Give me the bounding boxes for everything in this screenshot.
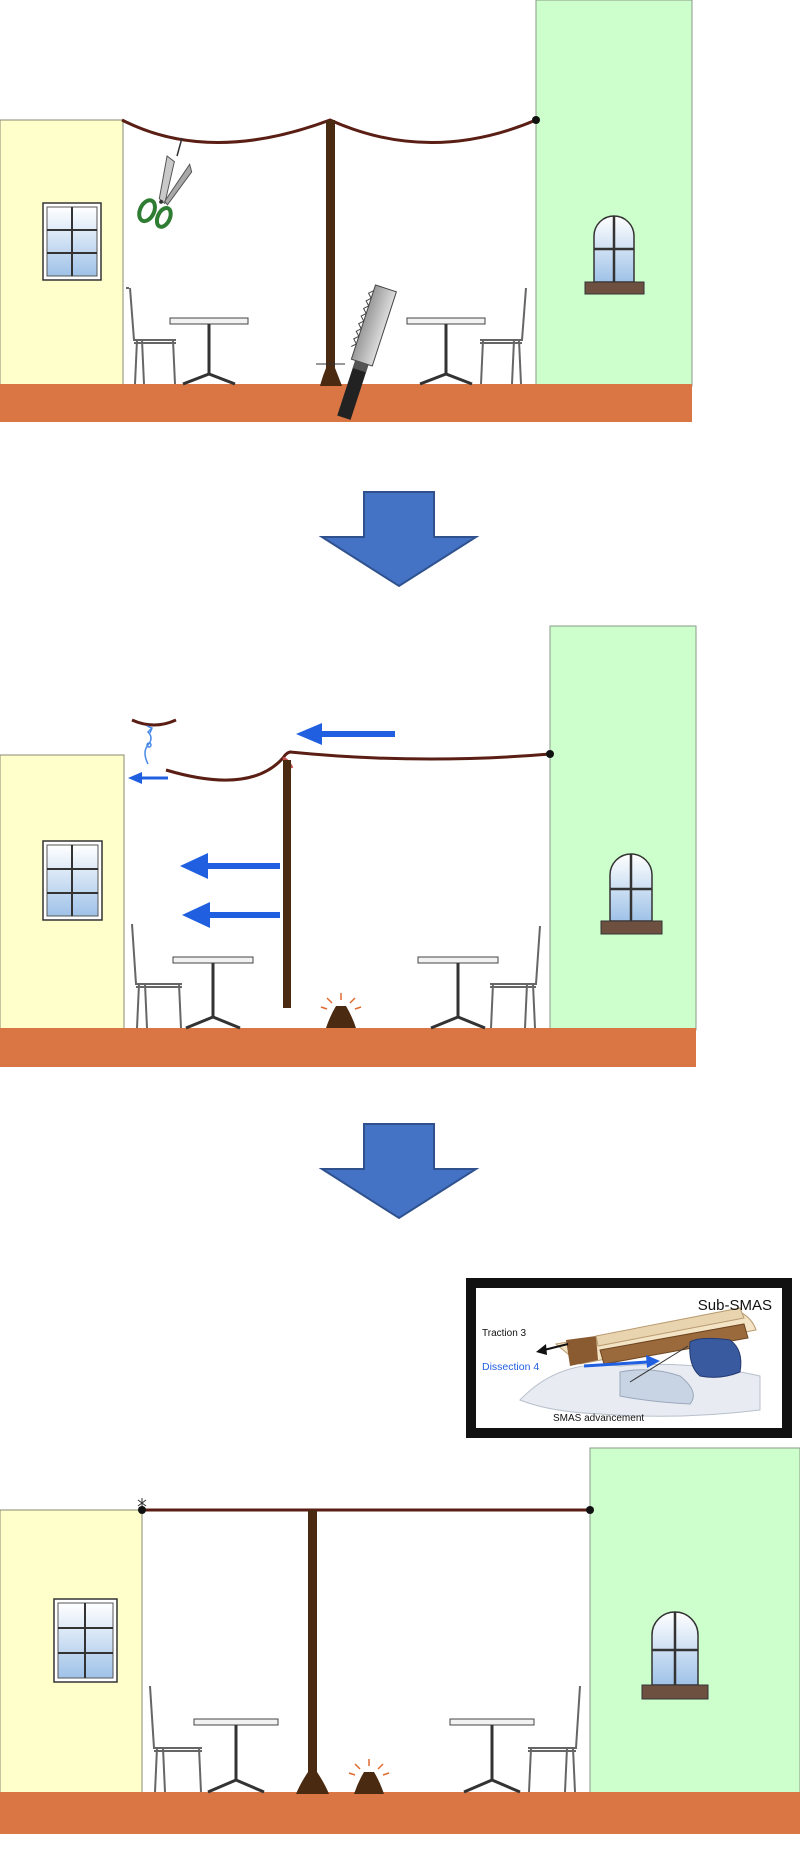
cable-cut-piece <box>131 718 177 727</box>
right-window <box>600 853 663 935</box>
ground <box>0 1028 696 1067</box>
traction-arrow-lower <box>182 902 280 928</box>
left-window <box>42 840 103 921</box>
flow-arrow-1 <box>318 491 480 588</box>
inset-label-dissection: Dissection 4 <box>482 1361 539 1373</box>
chair-right <box>490 925 541 1029</box>
sparks-icon <box>320 993 362 1010</box>
ground <box>0 1792 800 1834</box>
table-left <box>193 1718 279 1794</box>
sparks-icon <box>348 1759 390 1776</box>
right-window <box>584 215 645 295</box>
table-right <box>417 956 499 1030</box>
cable-retracted <box>165 750 551 782</box>
right-window <box>641 1611 709 1700</box>
pole <box>316 120 345 386</box>
suture-knot-icon <box>137 1498 147 1507</box>
anatomy-illustration <box>519 1307 761 1417</box>
cable-anchor-left <box>138 1506 146 1514</box>
curl-arrow <box>144 725 153 765</box>
inset-label-traction: Traction 3 <box>482 1328 527 1339</box>
inset-label-advancement: SMAS advancement <box>553 1413 644 1424</box>
inset-traction-arrow <box>536 1343 569 1355</box>
scissors-icon <box>137 155 193 229</box>
cut-stump <box>326 1006 356 1028</box>
table-left <box>172 956 254 1030</box>
left-window <box>53 1598 118 1683</box>
inset-dissection-arrow <box>583 1355 660 1368</box>
cut-mark <box>176 137 183 157</box>
right-building <box>549 625 697 1031</box>
cable-anchor <box>546 750 554 758</box>
inset-title: Sub-SMAS <box>698 1297 772 1314</box>
inset-leader-line <box>629 1345 689 1383</box>
left-window <box>42 202 102 281</box>
inset-frame: Sub-SMAS Traction 3 Dissection 4 SMAS ad… <box>466 1278 792 1438</box>
pole <box>296 1510 329 1794</box>
chair-right <box>480 287 527 385</box>
panel-1-before <box>0 0 693 422</box>
cut-stump <box>354 1772 384 1794</box>
cable-anchor <box>532 116 540 124</box>
traction-arrow-top <box>296 723 395 745</box>
chair-right <box>528 1685 581 1793</box>
flow-arrow-2 <box>318 1123 480 1220</box>
saw-icon <box>337 284 398 420</box>
panel-3-after: Sub-SMAS Traction 3 Dissection 4 SMAS ad… <box>0 1278 800 1834</box>
right-building <box>589 1447 800 1795</box>
right-building <box>535 0 693 387</box>
table-left <box>169 317 249 386</box>
panel-2-during <box>0 625 697 1067</box>
cable-anchor-right <box>586 1506 594 1514</box>
pole-detached <box>283 760 291 1008</box>
chair-left <box>126 287 176 385</box>
chair-left <box>149 1685 202 1793</box>
table-right <box>449 1718 535 1794</box>
chair-left <box>131 923 182 1029</box>
traction-arrow-upper <box>180 853 280 879</box>
table-right <box>406 317 486 386</box>
small-arrow-left <box>128 772 168 784</box>
